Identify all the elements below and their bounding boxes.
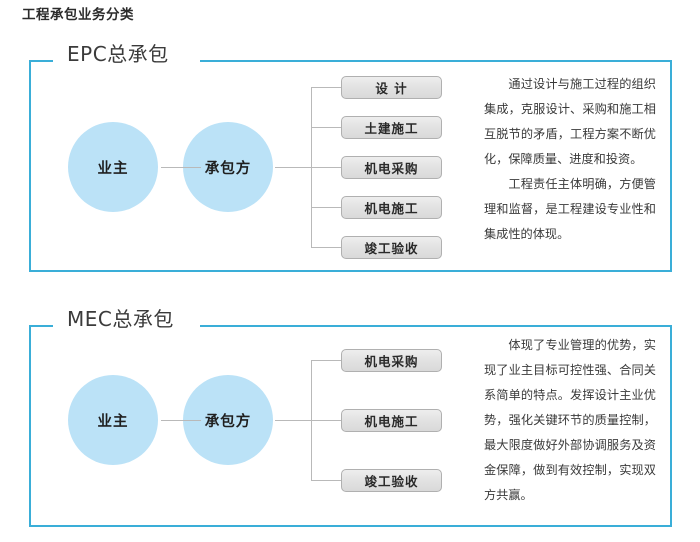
task-box-label: 机电采购 — [364, 354, 419, 369]
task-box-label: 竣工验收 — [364, 241, 419, 256]
connector-branch-1 — [311, 360, 341, 362]
task-box-label: 机电采购 — [364, 161, 419, 176]
panel-border-bottom — [29, 270, 672, 272]
panel-border-right — [670, 60, 672, 272]
connector-branch-2 — [311, 127, 341, 129]
circle-label: 业主 — [97, 413, 129, 430]
panel-border-top-right — [200, 60, 672, 62]
connector-branch-3 — [311, 167, 341, 169]
page-title: 工程承包业务分类 — [22, 7, 134, 23]
task-box[interactable]: 竣工验收 — [341, 236, 442, 259]
panel-mec: MEC总承包 业主 承包方 机电采购 机电施工 竣工验收 体现了专业管理的优势，… — [29, 309, 672, 527]
panel-border-top-left — [29, 60, 53, 62]
task-box-label: 机电施工 — [364, 201, 419, 216]
task-box[interactable]: 机电施工 — [341, 196, 442, 219]
circle-owner-mec: 业主 — [68, 375, 158, 465]
task-box-label: 机电施工 — [364, 414, 419, 429]
panel-border-right — [670, 325, 672, 527]
task-box-label: 土建施工 — [364, 121, 419, 136]
task-box-label: 竣工验收 — [364, 474, 419, 489]
circle-label: 承包方 — [204, 413, 252, 430]
panel-border-top-left — [29, 325, 53, 327]
connector-branch-4 — [311, 207, 341, 209]
connector-branch-5 — [311, 247, 341, 249]
circle-label: 承包方 — [204, 160, 252, 177]
panel-border-top-right — [200, 325, 672, 327]
task-box-label: 设 计 — [375, 81, 408, 96]
panel-border-left — [29, 60, 31, 272]
connector-contractor-trunk — [275, 420, 333, 422]
task-box[interactable]: 竣工验收 — [341, 469, 442, 492]
connector-branch-1 — [311, 87, 341, 89]
panel-heading-mec: MEC总承包 — [67, 307, 174, 331]
connector-owner-contractor — [161, 167, 201, 169]
circle-owner-epc: 业主 — [68, 122, 158, 212]
description-paragraph: 工程责任主体明确，方便管理和监督，是工程建设专业性和集成性的体现。 — [484, 177, 656, 241]
task-box[interactable]: 机电采购 — [341, 156, 442, 179]
task-box[interactable]: 设 计 — [341, 76, 442, 99]
panel-border-left — [29, 325, 31, 527]
task-box[interactable]: 机电施工 — [341, 409, 442, 432]
panel-description-epc: 通过设计与施工过程的组织集成，克服设计、采购和施工相互脱节的矛盾，工程方案不断优… — [484, 72, 656, 247]
connector-owner-contractor — [161, 420, 201, 422]
task-box[interactable]: 土建施工 — [341, 116, 442, 139]
task-box[interactable]: 机电采购 — [341, 349, 442, 372]
panel-heading-epc: EPC总承包 — [67, 42, 169, 66]
description-paragraph: 通过设计与施工过程的组织集成，克服设计、采购和施工相互脱节的矛盾，工程方案不断优… — [484, 77, 656, 166]
connector-contractor-trunk — [275, 167, 333, 169]
description-paragraph: 体现了专业管理的优势，实现了业主目标可控性强、合同关系简单的特点。发挥设计主业优… — [484, 338, 656, 502]
connector-branch-2 — [311, 420, 341, 422]
panel-epc: EPC总承包 业主 承包方 设 计 土建施工 机电采购 机电施工 竣工验收 通过… — [29, 44, 672, 272]
panel-border-bottom — [29, 525, 672, 527]
circle-label: 业主 — [97, 160, 129, 177]
panel-description-mec: 体现了专业管理的优势，实现了业主目标可控性强、合同关系简单的特点。发挥设计主业优… — [484, 333, 656, 508]
connector-branch-3 — [311, 480, 341, 482]
